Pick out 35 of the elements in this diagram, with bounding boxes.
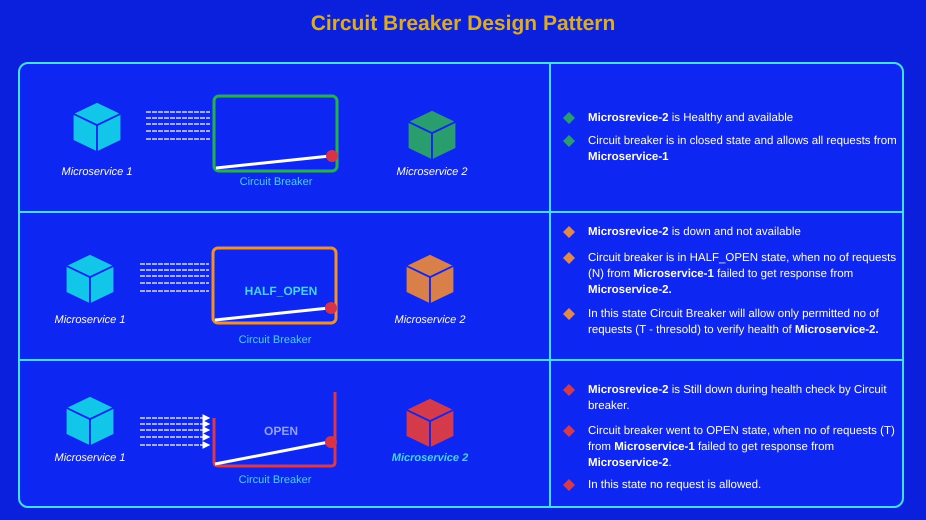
request-arrow bbox=[140, 433, 210, 441]
request-line bbox=[146, 111, 210, 113]
service-label: Microservice 2 bbox=[390, 452, 470, 464]
breaker-label: Circuit Breaker bbox=[238, 474, 312, 486]
breaker-label: Circuit Breaker bbox=[238, 176, 314, 188]
service-label: Microservice 1 bbox=[54, 452, 126, 464]
service-label: Microservice 1 bbox=[54, 314, 126, 326]
request-arrow bbox=[140, 414, 210, 422]
request-line bbox=[140, 269, 209, 271]
bullet-text: Circuit breaker is in closed state and allows all requests from Microservice-1 bbox=[588, 134, 898, 165]
bullet-text: Microsrevice-2 is down and not available bbox=[588, 225, 802, 240]
request-line bbox=[140, 275, 209, 277]
request-line bbox=[146, 123, 210, 125]
bullet-text: Microsrevice-2 is Still down during health check by Circuit breaker. bbox=[588, 383, 888, 414]
request-arrow bbox=[140, 426, 210, 434]
state-label: OPEN bbox=[262, 424, 299, 438]
service-label: Microservice 2 bbox=[396, 166, 468, 178]
bullet-text: In this state Circuit Breaker will allow only permitted no of requests (T - thresold) to verify health of Microservice-2. bbox=[588, 307, 880, 338]
request-arrow bbox=[140, 441, 210, 449]
request-line bbox=[146, 117, 210, 119]
request-line bbox=[146, 130, 210, 132]
bullet-text: Circuit breaker is in HALF_OPEN state, when no of requests (N) from Microservice-1 failed to get response from Microservice-2. bbox=[588, 251, 898, 298]
title: Circuit Breaker Design Pattern bbox=[310, 12, 616, 36]
request-line bbox=[140, 290, 209, 292]
request-line bbox=[140, 263, 209, 265]
bullet-text: Circuit breaker went to OPEN state, when no of requests (T) from Microservice-1 failed to get response from Microservice-2. bbox=[588, 424, 896, 471]
request-line bbox=[140, 282, 209, 284]
bullet-text: In this state no request is allowed. bbox=[588, 478, 762, 493]
breaker-label: Circuit Breaker bbox=[238, 334, 312, 346]
request-arrow bbox=[140, 420, 210, 428]
service-label: Microservice 1 bbox=[60, 166, 134, 178]
bullet-text: Microsrevice-2 is Healthy and available bbox=[588, 111, 794, 126]
service-label: Microservice 2 bbox=[394, 314, 466, 326]
state-label: HALF_OPEN bbox=[244, 284, 318, 298]
request-line bbox=[146, 138, 210, 140]
